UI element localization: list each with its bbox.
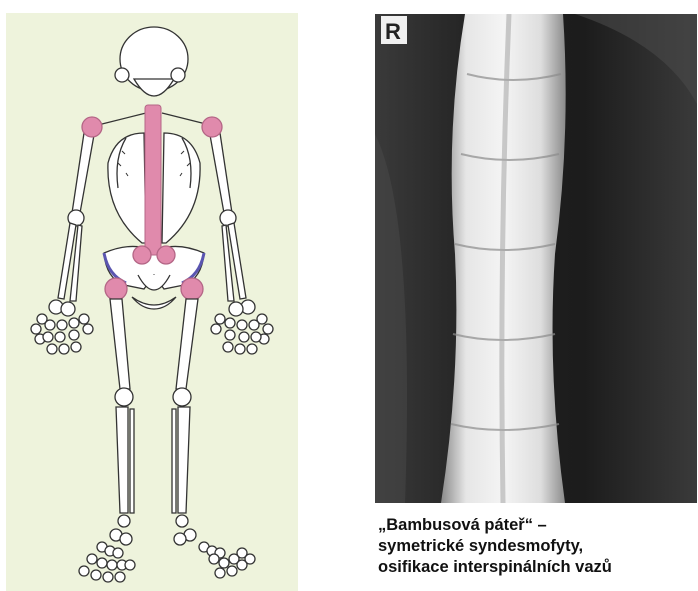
caption-line-1: „Bambusová páteř“ – [378, 515, 698, 536]
sacroiliac-right-highlight [157, 246, 175, 264]
xray-spine-graphic: R [375, 14, 697, 503]
foot-left [79, 529, 135, 582]
jaw [134, 79, 174, 96]
shoulder-left-highlight [82, 117, 102, 137]
femur-right [176, 299, 198, 389]
clavicle-left [98, 113, 146, 125]
tibia-right [172, 407, 190, 513]
xray-image: R [375, 14, 697, 503]
hand-right [211, 300, 273, 354]
forearm-right [222, 223, 246, 301]
xray-marker: R [381, 16, 407, 44]
rib-cage [108, 133, 146, 243]
spine-highlight [145, 105, 161, 255]
xray-marker-label: R [385, 19, 401, 44]
shoulder-right-highlight [202, 117, 222, 137]
skeleton-diagram [6, 13, 298, 591]
foot-right [174, 529, 255, 578]
hand-left [31, 300, 93, 354]
skeleton-illustration-panel [6, 13, 298, 591]
hip-right-highlight [181, 278, 203, 300]
caption-line-3: osifikace interspinálních vazů [378, 557, 698, 578]
humerus-left [72, 133, 94, 213]
caption-line-2: symetrické syndesmofyty, [378, 536, 698, 557]
xray-caption: „Bambusová páteř“ – symetrické syndesmof… [378, 515, 698, 578]
tibia-left [116, 407, 134, 513]
forearm-left [58, 223, 82, 301]
sacroiliac-left-highlight [133, 246, 151, 264]
humerus-right [210, 133, 232, 213]
hip-left-highlight [105, 278, 127, 300]
femur-left [110, 299, 130, 389]
